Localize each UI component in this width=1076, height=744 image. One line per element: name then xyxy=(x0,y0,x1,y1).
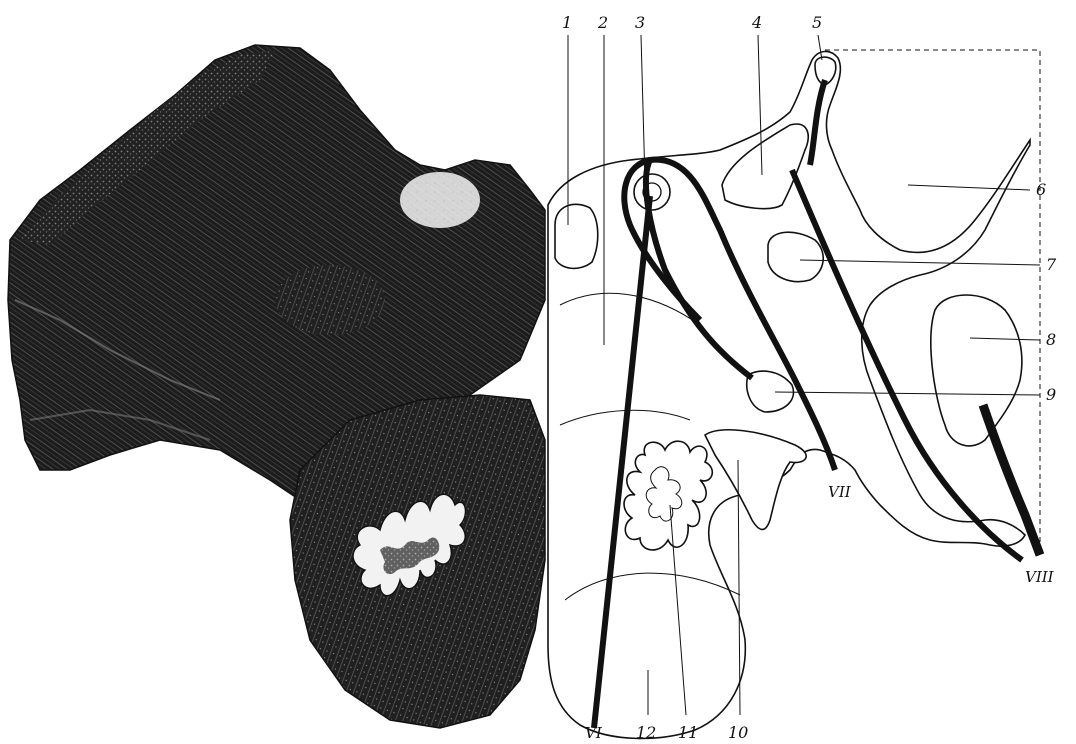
pale-nucleus-region xyxy=(400,172,480,228)
label-2: 2 xyxy=(597,13,608,32)
label-11: 11 xyxy=(678,723,698,742)
label-8: 8 xyxy=(1046,330,1056,349)
label-3: 3 xyxy=(635,13,645,32)
label-5: 5 xyxy=(812,13,822,32)
label-12: 12 xyxy=(636,723,656,742)
label-viii: VIII xyxy=(1025,568,1055,586)
label-6: 6 xyxy=(1036,180,1046,199)
label-4: 4 xyxy=(751,13,762,32)
structure-8-nucleus xyxy=(931,295,1022,446)
label-7: 7 xyxy=(1046,255,1057,274)
structure-7-nucleus xyxy=(768,232,823,281)
label-9: 9 xyxy=(1046,385,1056,404)
label-vii: VII xyxy=(828,483,852,501)
label-vi: VI xyxy=(585,724,603,742)
label-10: 10 xyxy=(728,723,748,742)
histology-section xyxy=(8,45,545,728)
label-1: 1 xyxy=(562,13,572,32)
pale-tract-region xyxy=(275,265,385,335)
schematic-diagram: 1 2 3 4 5 6 7 8 9 10 11 12 VI VII VIII xyxy=(548,13,1057,742)
leader-6 xyxy=(908,185,1030,190)
structure-1-nucleus xyxy=(555,204,598,268)
